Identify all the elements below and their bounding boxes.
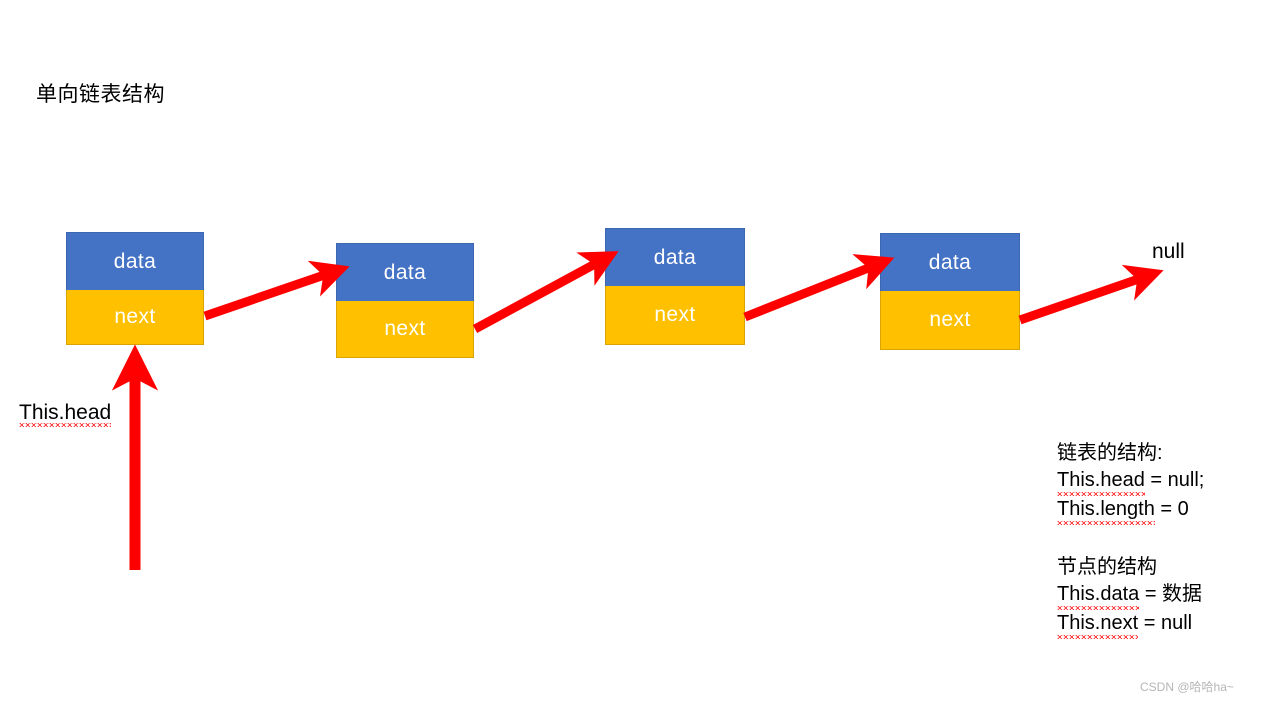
annotation-node-line-2: This.next = null [1057,610,1202,639]
linked-list-node-1: data next [66,232,204,345]
null-terminator-label: null [1152,240,1185,263]
annotation-list-structure: 链表的结构: This.head = null; This.length = 0 [1057,440,1204,525]
pointer-arrow-4-to-null [1018,264,1164,325]
node-2-data-cell: data [336,243,474,301]
annotation-node-structure: 节点的结构 This.data = 数据 This.next = null [1057,554,1202,639]
watermark: CSDN @哈哈ha~ [1140,680,1234,694]
annotation-list-heading: 链表的结构: [1057,442,1163,464]
node-1-next-cell: next [66,290,204,345]
annotation-node-heading: 节点的结构 [1057,556,1157,578]
pointer-arrow-3-to-4 [743,254,895,322]
node-3-next-cell: next [605,286,745,345]
linked-list-node-2: data next [336,243,474,358]
annotation-list-line-2-code: This.length [1057,496,1155,525]
annotation-node-line-1-rest: = 数据 [1139,583,1203,605]
node-4-data-cell: data [880,233,1020,291]
annotation-list-line-2: This.length = 0 [1057,496,1204,525]
head-pointer-label: This.head [19,401,112,427]
annotation-list-line-2-rest: = 0 [1154,498,1189,520]
annotation-list-line-1-rest: = null; [1144,469,1205,491]
annotation-node-line-1: This.data = 数据 [1057,581,1202,610]
linked-list-node-4: data next [880,233,1020,350]
page-title: 单向链表结构 [36,83,165,106]
annotation-node-line-2-rest: = null [1138,612,1193,634]
node-4-next-cell: next [880,291,1020,350]
annotation-node-line-1-code: This.data [1057,581,1140,610]
annotation-list-line-1: This.head = null; [1057,467,1204,496]
node-3-data-cell: data [605,228,745,286]
node-2-next-cell: next [336,301,474,358]
annotation-list-line-1-code: This.head [1057,467,1145,496]
annotation-node-line-2-code: This.next [1057,610,1139,639]
head-pointer-label-text: This.head [19,401,112,427]
linked-list-node-3: data next [605,228,745,345]
pointer-arrow-1-to-2 [203,260,350,321]
node-1-data-cell: data [66,232,204,290]
pointer-arrow-2-to-3 [472,251,619,333]
